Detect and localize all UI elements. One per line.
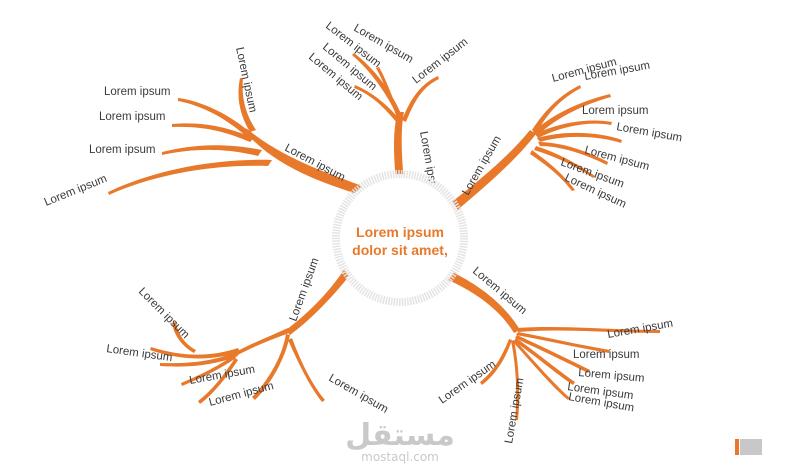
branch-twig	[376, 67, 402, 120]
branch-top	[352, 53, 439, 182]
branch-twig	[288, 338, 325, 402]
leaf-label: Lorem ipsum	[573, 349, 639, 361]
branch-twig	[480, 339, 512, 385]
footer-accent-bar	[735, 439, 739, 455]
leaf-label: Lorem ipsum	[136, 286, 191, 341]
center-disc	[342, 180, 458, 296]
leaf-label: Lorem ipsum	[578, 367, 645, 385]
branch-twig	[172, 322, 196, 353]
branch-twig	[537, 132, 622, 143]
leaf-label: Lorem ipsum	[503, 377, 526, 445]
branch-twig	[513, 340, 570, 400]
leaf-label: Lorem ipsum	[106, 343, 173, 364]
leaf-label: Lorem ipsum	[104, 86, 170, 98]
leaf-label: Lorem ipsum	[188, 364, 256, 387]
slide-footer-marker	[735, 439, 762, 455]
branch-trunk	[286, 270, 350, 335]
center-title-line2: dolor sit amet,	[352, 242, 448, 258]
branch-twig	[178, 98, 252, 138]
branch-twig	[181, 355, 236, 386]
branch-twig	[515, 335, 590, 373]
branch-trunk	[394, 112, 404, 182]
leaf-label: Lorem ipsum	[327, 372, 391, 416]
branch-twig	[538, 142, 608, 165]
branch-twig	[108, 159, 272, 195]
branch-twig	[530, 150, 575, 191]
branch-twig	[172, 123, 254, 142]
branch-trunk	[444, 270, 520, 333]
branch-twig	[234, 328, 292, 356]
center-node: Lorem ipsum dolor sit amet,	[332, 170, 468, 306]
leaf-label: Lorem ipsum	[582, 105, 648, 117]
leaf-label: Lorem ipsum	[606, 318, 674, 341]
branch-twig	[162, 145, 262, 156]
branch-twig	[402, 76, 439, 122]
branch-main-label: Lorem ipsum	[288, 256, 322, 323]
footer-gray-block	[740, 439, 762, 455]
watermark-arabic: مستقل	[345, 418, 455, 453]
leaf-label: Lorem ipsum	[43, 173, 109, 209]
branch-twig	[518, 327, 660, 333]
branch-twig	[511, 340, 520, 420]
leaf-label: Lorem ipsum	[437, 359, 498, 407]
center-title-line1: Lorem ipsum	[356, 224, 444, 240]
branch-twig	[150, 347, 240, 359]
branch-top-left	[108, 78, 362, 195]
branch-twig	[535, 120, 612, 138]
branch-twig	[252, 334, 290, 400]
branch-twig	[514, 338, 575, 385]
leaf-label: Lorem ipsum	[99, 111, 165, 123]
branch-top-right	[448, 85, 622, 212]
branch-twig	[516, 332, 610, 353]
branch-twig	[534, 146, 595, 178]
leaf-label: Lorem ipsum	[233, 46, 259, 114]
watermark-latin: mostaql.com	[361, 450, 439, 464]
branch-twig	[160, 352, 238, 367]
branch-twig	[198, 358, 238, 404]
leaf-label: Lorem ipsum	[89, 144, 155, 156]
leaf-label: Lorem ipsum	[410, 36, 470, 86]
branch-trunk	[246, 128, 362, 195]
branch-bottom-left	[150, 270, 350, 404]
branch-twig	[238, 78, 256, 132]
branch-twig	[354, 85, 402, 124]
branch-bottom-right	[444, 270, 660, 420]
branch-trunk	[448, 130, 536, 212]
watermark: مستقل mostaql.com	[345, 418, 455, 464]
leaf-label: Lorem ipsum	[615, 121, 683, 144]
